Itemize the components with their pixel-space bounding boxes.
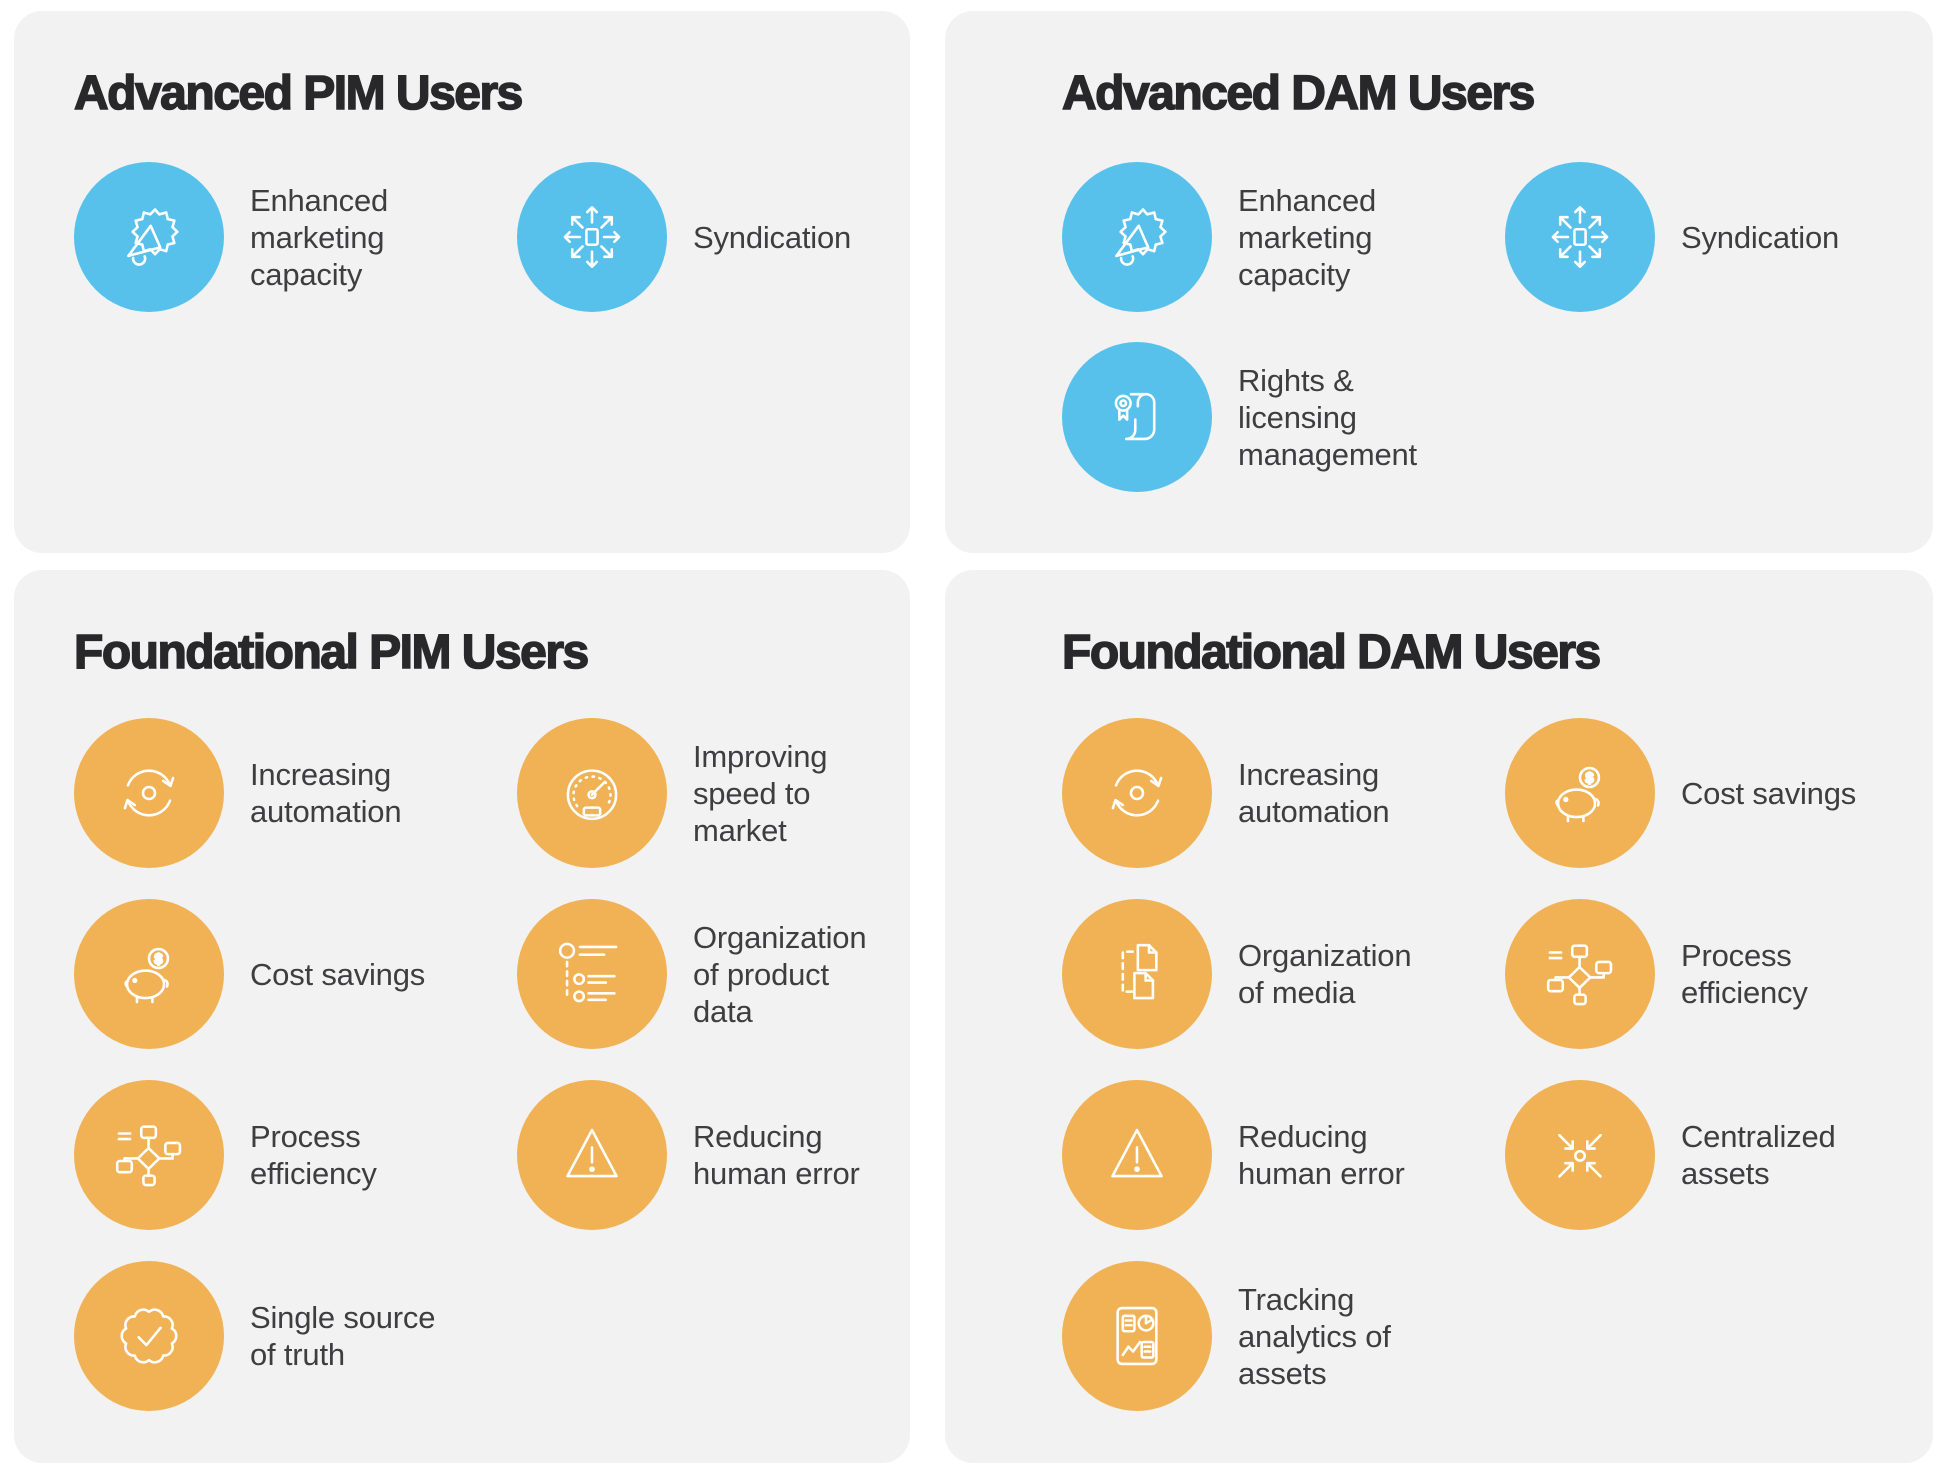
benefit-tracking-analytics: Tracking analytics of assets: [1062, 1261, 1391, 1411]
card-foundational-pim: Foundational PIM Users Increasing automa…: [14, 570, 910, 1463]
benefit-label: Single source of truth: [250, 1300, 436, 1372]
icon-bubble: [74, 162, 224, 312]
card-advanced-dam: Advanced DAM Users Enhanced marketing ca…: [945, 11, 1933, 553]
seal-check-icon: [120, 1308, 178, 1364]
benefit-label: Improving speed to market: [693, 738, 828, 848]
benefit-label: Cost savings: [250, 956, 426, 992]
benefit-enhanced-marketing: Enhanced marketing capacity: [74, 162, 388, 312]
automation-cycle-icon: [1111, 769, 1163, 817]
benefit-label: Centralized assets: [1681, 1119, 1836, 1191]
benefit-label: Reducing human error: [1238, 1119, 1405, 1191]
benefit-increasing-automation: Increasing automation: [74, 718, 402, 868]
card-advanced-pim: Advanced PIM Users Enhanced marketing ca…: [14, 11, 910, 553]
card-title: Foundational DAM Users: [1061, 625, 1602, 680]
piggy-bank-icon: [124, 947, 170, 1004]
benefit-cost-savings: Cost savings: [1505, 718, 1856, 868]
benefit-label: Cost savings: [1681, 775, 1857, 811]
benefit-label: Organization of media: [1238, 938, 1412, 1010]
benefit-process-efficiency: Process efficiency: [74, 1080, 377, 1230]
benefit-reducing-human-error: Reducing human error: [517, 1080, 860, 1230]
icon-bubble: [1062, 899, 1212, 1049]
icon-bubble: [1505, 1080, 1655, 1230]
icon-bubble: [74, 1080, 224, 1230]
card-foundational-dam: Foundational DAM Users Increasing automa…: [945, 570, 1933, 1463]
media-docs-icon: [1121, 943, 1158, 1000]
analytics-doc-icon: [1116, 1306, 1158, 1366]
benefit-reducing-human-error: Reducing human error: [1062, 1080, 1405, 1230]
automation-cycle-icon: [123, 769, 175, 817]
benefit-increasing-automation: Increasing automation: [1062, 718, 1390, 868]
benefit-single-source-of-truth: Single source of truth: [74, 1261, 435, 1411]
centralized-arrows-icon: [1558, 1133, 1602, 1178]
icon-bubble: [1062, 342, 1212, 492]
benefit-process-efficiency: Process efficiency: [1505, 899, 1808, 1049]
product-data-list-icon: [558, 942, 618, 1003]
card-title: Advanced DAM Users: [1061, 66, 1536, 121]
benefit-media-organization: Organization of media: [1062, 899, 1412, 1049]
icon-bubble: [1505, 899, 1655, 1049]
megaphone-burst-icon: [127, 208, 179, 266]
benefit-product-data-organization: Organization of product data: [517, 899, 867, 1049]
card-title: Advanced PIM Users: [73, 66, 524, 121]
icon-bubble: [1062, 162, 1212, 312]
benefit-label: Organization of product data: [693, 919, 867, 1029]
benefit-centralized-assets: Centralized assets: [1505, 1080, 1836, 1230]
icon-bubble: [1062, 718, 1212, 868]
benefit-label: Enhanced marketing capacity: [250, 182, 389, 292]
benefit-label: Increasing automation: [1238, 757, 1390, 829]
icon-bubble: [517, 718, 667, 868]
benefit-syndication: Syndication: [517, 162, 851, 312]
benefit-label: Syndication: [1681, 219, 1840, 255]
benefit-rights-licensing: Rights & licensing management: [1062, 342, 1417, 492]
benefit-label: Process efficiency: [1681, 938, 1808, 1010]
benefit-label: Increasing automation: [250, 757, 402, 829]
icon-bubble: [74, 718, 224, 868]
benefit-speed-to-market: Improving speed to market: [517, 718, 828, 868]
benefit-label: Process efficiency: [250, 1119, 377, 1191]
benefit-label: Syndication: [693, 219, 852, 255]
megaphone-burst-icon: [1115, 208, 1167, 266]
flowchart-icon: [115, 1125, 182, 1187]
icon-bubble: [1062, 1261, 1212, 1411]
icon-bubble: [1062, 1080, 1212, 1230]
icon-bubble: [517, 1080, 667, 1230]
warning-triangle-icon: [566, 1128, 618, 1178]
piggy-bank-icon: [1555, 766, 1601, 823]
benefit-enhanced-marketing: Enhanced marketing capacity: [1062, 162, 1376, 312]
benefit-label: Tracking analytics of assets: [1238, 1281, 1391, 1391]
speedometer-icon: [566, 769, 618, 821]
syndication-icon: [563, 206, 621, 268]
icon-bubble: [74, 1261, 224, 1411]
benefit-label: Reducing human error: [693, 1119, 860, 1191]
syndication-icon: [1551, 206, 1609, 268]
icon-bubble: [517, 899, 667, 1049]
rights-licensing-icon: [1114, 392, 1156, 441]
icon-bubble: [74, 899, 224, 1049]
card-title: Foundational PIM Users: [73, 625, 590, 680]
benefit-syndication: Syndication: [1505, 162, 1839, 312]
benefit-cost-savings: Cost savings: [74, 899, 425, 1049]
benefit-label: Rights & licensing management: [1238, 362, 1417, 472]
icon-bubble: [517, 162, 667, 312]
warning-triangle-icon: [1111, 1128, 1163, 1178]
icon-bubble: [1505, 718, 1655, 868]
benefit-label: Enhanced marketing capacity: [1238, 182, 1377, 292]
icon-bubble: [1505, 162, 1655, 312]
flowchart-icon: [1546, 944, 1613, 1006]
